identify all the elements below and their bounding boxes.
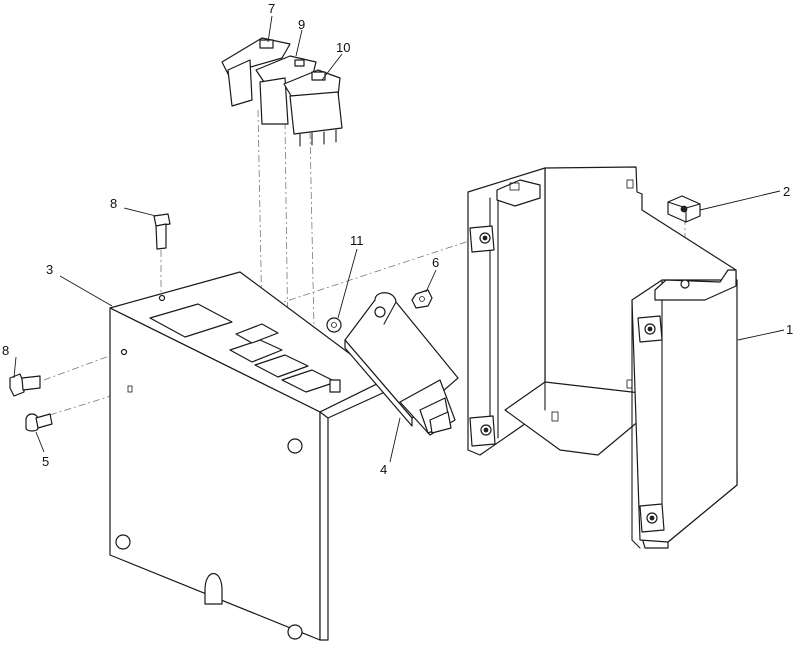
switch-panel-part (109, 271, 386, 641)
nut-part (411, 289, 433, 309)
callout-1: 1 (786, 322, 793, 337)
leader-lines (13, 15, 785, 463)
callout-7: 7 (268, 1, 275, 16)
callout-2: 2 (783, 184, 790, 199)
clip-nut-part (667, 195, 701, 223)
bolt-upper-part (153, 213, 171, 250)
rocker-switch-9-part (255, 55, 317, 125)
rivet-part (25, 413, 53, 432)
rocker-switch-10-part (283, 69, 343, 147)
rocker-switch-7-part (221, 37, 291, 107)
bolt-left-part (9, 373, 41, 397)
callout-5: 5 (42, 454, 49, 469)
callouts: 7 9 10 2 8 11 6 3 1 8 5 4 (2, 1, 793, 477)
washer-part (326, 317, 342, 333)
callout-9: 9 (298, 17, 305, 32)
callout-6: 6 (432, 255, 439, 270)
callout-8-upper: 8 (110, 196, 117, 211)
callout-8-left: 8 (2, 343, 9, 358)
callout-11: 11 (350, 233, 364, 248)
module-part (344, 292, 459, 436)
callout-10: 10 (336, 40, 350, 55)
bracket-part (467, 166, 738, 549)
callout-4: 4 (380, 462, 387, 477)
callout-3: 3 (46, 262, 53, 277)
